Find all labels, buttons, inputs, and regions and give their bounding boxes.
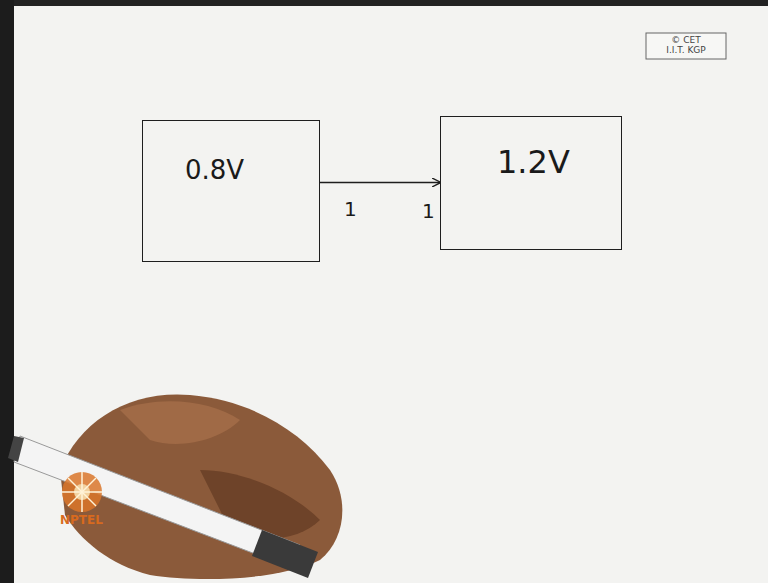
voltage-text: 0.8V xyxy=(185,155,244,185)
voltage-box: 1.2V xyxy=(440,116,622,250)
nptel-logo xyxy=(62,472,102,512)
logo-frame xyxy=(646,33,726,59)
marker-cap xyxy=(252,530,318,578)
logo-text: I.I.T. KGP xyxy=(666,46,706,56)
port-number: 1 xyxy=(344,198,357,220)
signal-arrow xyxy=(320,182,440,184)
voltage-text: 1.2V xyxy=(497,143,570,181)
frame-edge xyxy=(0,0,14,583)
port-number: 1 xyxy=(422,200,435,222)
logo-text: © CET xyxy=(671,36,700,46)
voltage-box: 0.8V xyxy=(142,120,320,262)
marker-tip xyxy=(8,436,24,462)
frame-edge xyxy=(0,0,768,6)
knuckle xyxy=(120,401,240,444)
watermark: NPTEL xyxy=(60,514,103,527)
